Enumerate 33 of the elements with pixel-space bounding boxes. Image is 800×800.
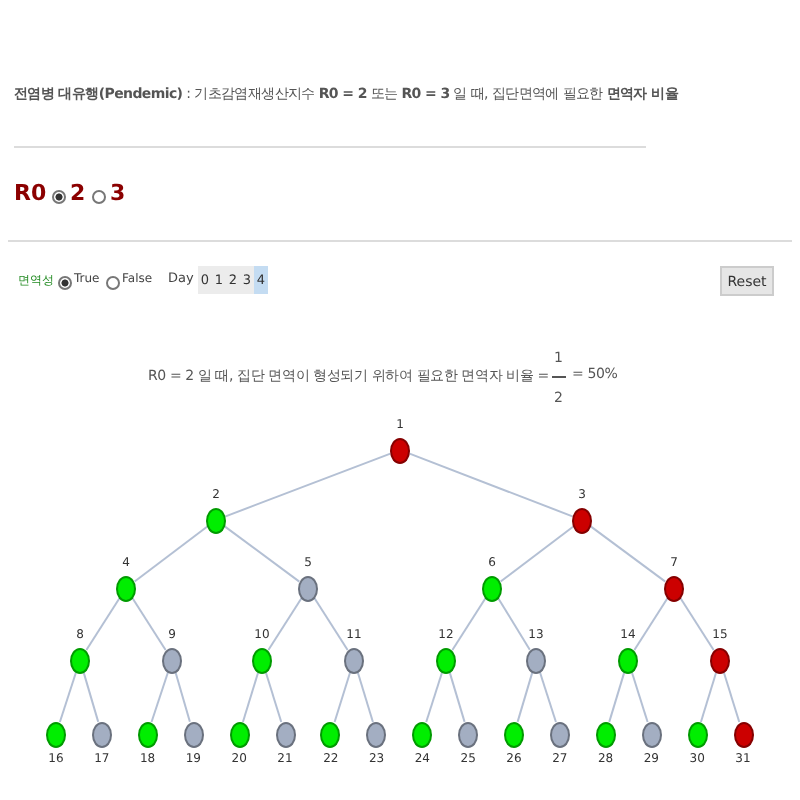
tree-edge <box>264 671 283 723</box>
tree-edge <box>499 525 575 583</box>
tree-edge <box>408 452 574 518</box>
tree-edge <box>608 671 626 723</box>
tree-edge <box>356 671 374 723</box>
tree-edge <box>497 597 531 651</box>
tree-edge <box>58 671 78 723</box>
tree-edge <box>425 671 444 723</box>
tree-edge <box>150 670 170 724</box>
tree-edge <box>82 671 100 723</box>
tree-edge <box>516 671 534 723</box>
tree-edge <box>313 597 349 651</box>
tree-edge <box>451 597 487 651</box>
r0-label: R0 <box>14 180 47 206</box>
tree-edge <box>174 671 191 723</box>
tree-edge <box>241 671 260 723</box>
tree-edge <box>722 671 741 723</box>
tree-edge <box>699 671 718 723</box>
tree-edge <box>224 452 392 518</box>
tree-edge <box>85 597 121 651</box>
tree-edge <box>223 525 301 583</box>
tree-edge <box>133 525 209 583</box>
tree-edge <box>633 597 669 651</box>
tree-edge <box>589 525 667 583</box>
tree-edge <box>333 671 352 723</box>
option-label: 3 <box>110 180 126 206</box>
option-label: 2 <box>70 180 86 206</box>
tree-edge <box>267 597 303 651</box>
tree-edge <box>630 671 649 723</box>
tree-edge <box>538 671 557 723</box>
tree-edge <box>448 671 466 723</box>
tree-edge <box>131 597 167 651</box>
tree-edge <box>679 597 715 651</box>
